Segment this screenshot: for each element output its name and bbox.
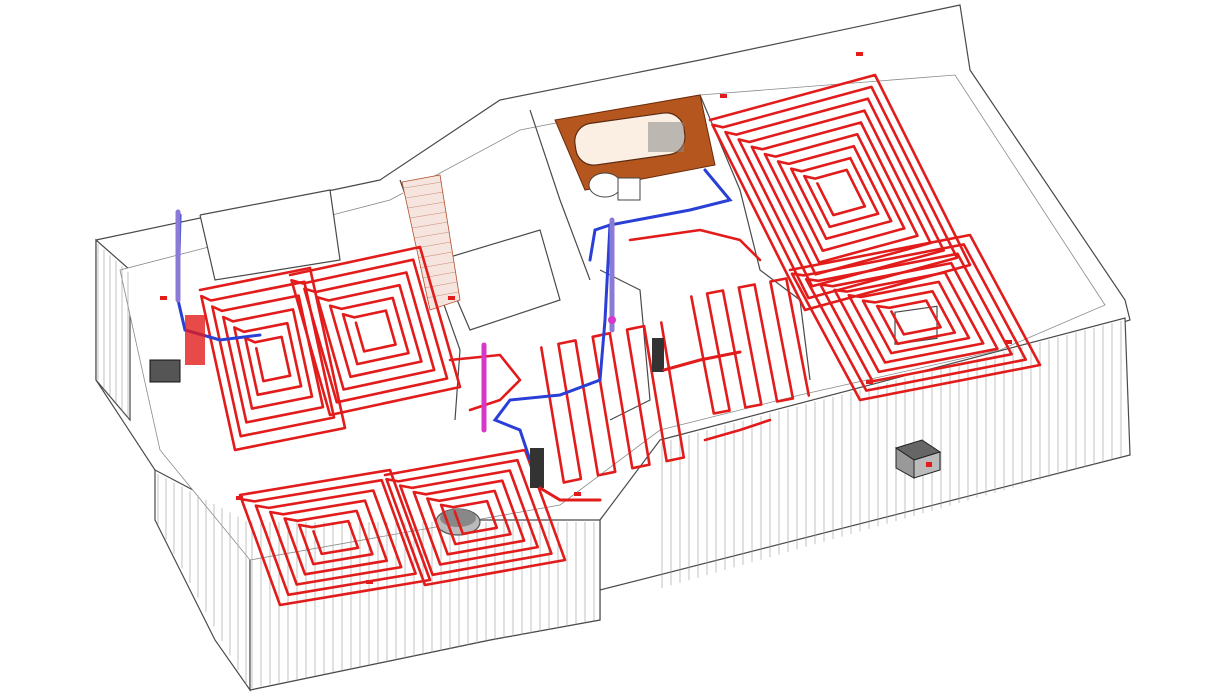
stair-tread xyxy=(409,211,447,219)
wall-tag xyxy=(448,296,455,300)
stair-tread xyxy=(405,191,444,199)
west-room-left-coil xyxy=(198,266,347,452)
manifold-west-2 xyxy=(185,315,205,365)
manifold-feed xyxy=(538,486,602,502)
service-serpentine xyxy=(689,277,811,415)
stair-tread xyxy=(413,231,450,239)
heating-loop-connector xyxy=(703,418,772,442)
bathroom xyxy=(554,94,716,201)
wall-tag xyxy=(856,52,863,56)
west-room-right-coil xyxy=(288,245,462,417)
manifold-east xyxy=(652,338,664,372)
risers xyxy=(175,209,616,433)
southwest-right-coil xyxy=(383,448,567,587)
wall-tag xyxy=(866,380,873,384)
wall-tag xyxy=(236,496,243,500)
center-serpentine xyxy=(539,321,686,484)
east-facade xyxy=(599,317,1131,591)
west-facade xyxy=(95,238,131,422)
wall-tag xyxy=(720,94,727,98)
stair-tread xyxy=(425,291,459,299)
roof-unit xyxy=(894,439,942,479)
heating-loops xyxy=(198,73,1042,607)
stair-tread xyxy=(407,201,446,209)
partition-d xyxy=(439,229,561,331)
toilet-tank xyxy=(617,177,641,201)
wall-tag xyxy=(1005,340,1012,344)
stair-tread xyxy=(411,221,449,229)
partition-b xyxy=(529,109,591,281)
shower-panel xyxy=(648,122,684,152)
manifold-west xyxy=(149,359,181,383)
riser-cap xyxy=(608,316,616,324)
wall-tag xyxy=(366,580,373,584)
partition-c xyxy=(699,94,811,381)
partition-e xyxy=(199,189,341,281)
wall-tags xyxy=(160,52,1012,584)
east-coil xyxy=(788,233,1042,402)
toilet xyxy=(588,172,622,198)
heating-loop-connector xyxy=(628,228,762,262)
stair-tread xyxy=(423,281,458,289)
water-supply-branch xyxy=(588,223,612,262)
water-supply-pipe xyxy=(492,168,733,462)
wall-tag xyxy=(160,296,167,300)
southwest-left-coil xyxy=(238,468,432,607)
stair-tread xyxy=(403,181,443,189)
manifolds xyxy=(149,315,742,502)
facade-siding xyxy=(97,244,1122,688)
manifold-feed xyxy=(662,350,742,372)
wall-tag xyxy=(574,492,581,496)
manifold-center xyxy=(530,448,544,488)
stair-tread xyxy=(415,241,452,249)
